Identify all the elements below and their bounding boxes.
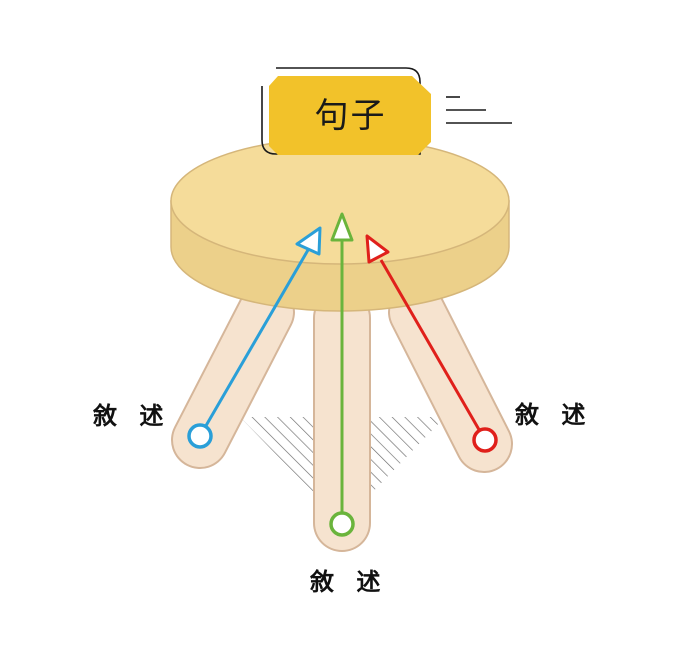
title-box-frame: [261, 67, 421, 155]
title-box: [269, 76, 431, 155]
arrow-green-origin: [329, 511, 355, 537]
title-text: 句子: [314, 96, 387, 136]
arrow-red-head: [365, 234, 390, 264]
arrow-red-shaft: [379, 259, 487, 441]
arrow-red-origin: [472, 427, 498, 453]
arrow-blue-head: [295, 226, 322, 256]
arrow-blue-origin: [187, 423, 213, 449]
seat-top: [170, 137, 510, 265]
leg-label-bottom: 敘 述: [310, 568, 388, 596]
leg-label-left: 敘 述: [93, 402, 171, 430]
arrow-blue-shaft: [198, 249, 310, 437]
leg-label-right: 敘 述: [515, 401, 593, 429]
arrow-green-head: [330, 212, 354, 242]
